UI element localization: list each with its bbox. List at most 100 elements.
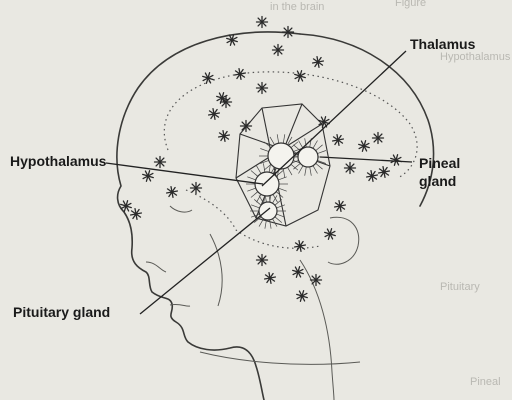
- radiating-line: [309, 166, 312, 176]
- radiating-line: [263, 164, 272, 171]
- radiating-line: [275, 191, 284, 198]
- lip-detail: [169, 303, 191, 307]
- bleed-text-3: in the brain: [270, 1, 324, 13]
- star-mark: [271, 43, 285, 57]
- radiating-line: [276, 134, 280, 144]
- radiating-line: [263, 141, 272, 148]
- radiating-line: [256, 194, 262, 203]
- radiating-line: [315, 144, 323, 151]
- star-mark: [324, 228, 336, 240]
- radiating-line: [290, 141, 299, 148]
- radiating-line: [258, 218, 264, 227]
- star-mark: [318, 116, 330, 128]
- radiating-line: [278, 187, 287, 192]
- radiating-line: [269, 136, 275, 145]
- labels: Thalamus Hypothalamus Pineal gland Pitui…: [10, 36, 476, 320]
- radiating-line: [274, 216, 283, 223]
- radiating-line: [293, 148, 302, 152]
- radiating-line: [275, 170, 284, 177]
- head-outline: [116, 31, 435, 400]
- radiating-line: [256, 165, 262, 174]
- star-mark: [296, 290, 308, 302]
- radiating-line: [290, 164, 299, 171]
- ear-line: [327, 216, 360, 265]
- radiating-line: [250, 191, 259, 198]
- star-mark: [202, 72, 214, 84]
- star-mark: [129, 207, 143, 221]
- radiating-line: [269, 219, 272, 229]
- star-mark: [371, 131, 385, 145]
- pituitary-gland-label: Pituitary gland: [13, 304, 110, 320]
- star-mark: [390, 154, 402, 166]
- radiating-line: [260, 160, 269, 164]
- radiating-line: [298, 165, 304, 174]
- radiating-line: [312, 165, 318, 174]
- radiating-line: [276, 213, 286, 218]
- pineal-gland-label-line-1: Pineal: [419, 155, 460, 171]
- pituitary-body: [258, 201, 278, 221]
- star-mark: [294, 70, 306, 82]
- radiating-line: [253, 199, 262, 206]
- hypothalamus-leader: [105, 162, 264, 185]
- radiating-line: [312, 140, 318, 149]
- brain-boundary: [163, 71, 418, 249]
- radiating-line: [263, 163, 266, 173]
- star-mark: [333, 199, 347, 213]
- star-mark: [255, 81, 269, 95]
- star-mark: [189, 181, 203, 195]
- star-mark: [165, 185, 179, 199]
- radiating-line: [287, 167, 293, 176]
- radiating-line: [272, 218, 278, 227]
- hypothalamus-body: [254, 171, 280, 197]
- star-mark: [239, 119, 253, 133]
- bleed-text-5: Pituitary: [440, 281, 480, 293]
- eye-detail: [169, 205, 193, 213]
- nose-detail: [145, 261, 167, 273]
- star-mark: [343, 161, 357, 175]
- radiating-line: [250, 204, 260, 209]
- radiating-line: [260, 148, 269, 152]
- star-mark: [263, 271, 277, 285]
- pineal-body: [297, 146, 319, 168]
- star-mark: [153, 155, 167, 169]
- gland-polyhedron: [235, 103, 331, 227]
- radiating-line: [258, 195, 264, 204]
- radiating-line: [304, 166, 307, 176]
- star-mark: [311, 55, 325, 69]
- star-mark: [255, 253, 269, 267]
- hypothalamus-label: Hypothalamus: [10, 153, 107, 169]
- star-mark: [281, 25, 295, 39]
- star-mark: [233, 67, 247, 81]
- star-mark: [358, 140, 370, 152]
- leader-lines: [105, 50, 413, 315]
- star-mark: [293, 239, 307, 253]
- star-mark: [331, 133, 345, 147]
- radiating-line: [272, 195, 278, 204]
- radiating-line: [276, 204, 286, 209]
- bleed-text-4: Pineal: [470, 376, 501, 388]
- gland-cluster: [235, 103, 331, 229]
- bleed-text-2: Figure: [395, 0, 426, 9]
- neck-back-line: [299, 259, 335, 400]
- radiating-line: [278, 176, 287, 181]
- neck-front-line: [199, 351, 361, 365]
- radiating-line: [315, 163, 323, 170]
- star-mark: [365, 169, 379, 183]
- radiating-line: [247, 176, 256, 181]
- star-mark: [377, 165, 391, 179]
- star-mark: [142, 170, 154, 182]
- radiating-line: [247, 187, 256, 192]
- thalamus-label: Thalamus: [410, 36, 476, 52]
- star-mark: [292, 266, 304, 278]
- radiating-line: [304, 138, 307, 148]
- radiating-line: [268, 163, 271, 173]
- pineal-gland-label-line-2: gland: [419, 173, 456, 189]
- thalamus-leader: [261, 50, 407, 187]
- radiating-line: [282, 168, 286, 178]
- radiating-lines: [246, 134, 327, 229]
- star-mark: [309, 273, 323, 287]
- cheek-line: [209, 233, 223, 307]
- thalamus-body: [267, 142, 295, 170]
